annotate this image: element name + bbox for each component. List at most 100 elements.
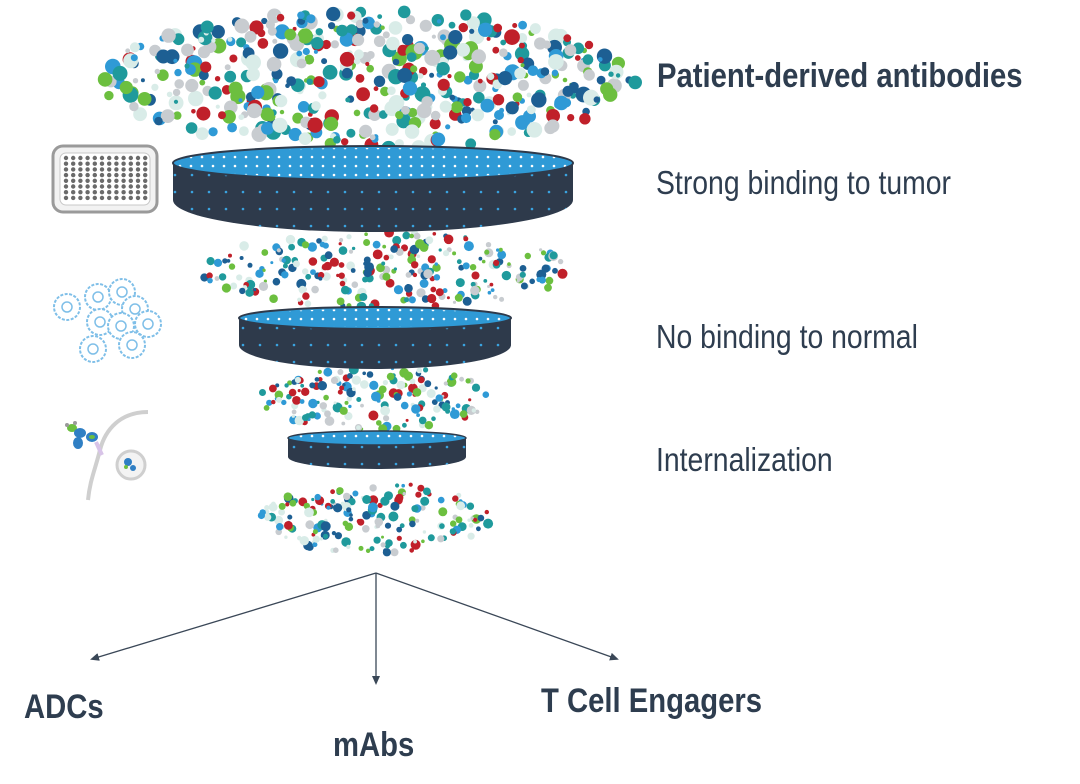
particle xyxy=(489,129,501,141)
particle xyxy=(424,46,429,51)
title-label: Patient-derived antibodies xyxy=(657,57,1023,95)
particle xyxy=(415,491,422,498)
particle xyxy=(438,248,442,252)
output-label-adcs: ADCs xyxy=(24,688,104,726)
particle xyxy=(564,44,577,57)
particle xyxy=(458,264,465,271)
well xyxy=(143,167,148,172)
well xyxy=(114,178,119,183)
particle xyxy=(302,268,309,275)
well xyxy=(107,184,112,189)
particle xyxy=(458,22,468,33)
particle xyxy=(337,389,343,395)
particle xyxy=(362,511,371,520)
particle xyxy=(579,113,591,125)
particle xyxy=(330,489,335,495)
particle xyxy=(526,92,532,98)
particle xyxy=(264,513,272,521)
particle xyxy=(236,274,243,281)
particle xyxy=(214,276,220,281)
particle xyxy=(421,539,425,544)
particle xyxy=(301,241,310,249)
particle xyxy=(383,415,390,422)
particle xyxy=(397,68,413,83)
particle xyxy=(200,61,212,73)
filter-disc-2 xyxy=(238,306,512,369)
particle xyxy=(406,52,417,62)
particle xyxy=(272,277,281,286)
particle xyxy=(311,37,324,50)
particle xyxy=(409,233,415,239)
particle xyxy=(224,64,231,71)
cell-nucleus xyxy=(61,301,73,313)
particle xyxy=(330,499,336,504)
particle xyxy=(174,68,182,77)
well xyxy=(114,161,119,166)
particle xyxy=(381,89,388,95)
particle xyxy=(466,502,475,510)
particle xyxy=(369,104,379,113)
particle xyxy=(274,94,288,108)
particle xyxy=(316,238,322,244)
particle xyxy=(480,98,495,113)
particle xyxy=(373,21,380,28)
particle xyxy=(297,297,302,302)
particle xyxy=(355,74,365,83)
particle xyxy=(443,45,458,60)
particle xyxy=(312,542,318,548)
particle xyxy=(465,138,477,150)
particle xyxy=(452,251,457,256)
particle xyxy=(324,251,333,260)
particle xyxy=(348,497,356,506)
particle xyxy=(208,127,218,137)
well xyxy=(92,184,98,189)
step-label-normal-binding: No binding to normal xyxy=(656,318,918,355)
particle xyxy=(198,36,205,43)
particle xyxy=(393,267,397,271)
well xyxy=(92,155,98,161)
well xyxy=(63,178,69,183)
particle xyxy=(359,293,368,301)
well xyxy=(63,195,69,201)
particle xyxy=(362,17,369,24)
particle xyxy=(473,91,485,104)
particle xyxy=(382,548,391,557)
particle xyxy=(449,94,456,101)
particle xyxy=(489,282,494,287)
particle xyxy=(380,542,386,548)
step-label-internalization: Internalization xyxy=(656,441,833,478)
particle xyxy=(471,383,481,392)
particle xyxy=(161,28,176,43)
particle xyxy=(416,367,423,374)
particle xyxy=(432,232,437,236)
well xyxy=(63,155,69,161)
particle xyxy=(399,368,409,378)
particle xyxy=(519,265,527,272)
cell-nucleus xyxy=(115,320,127,332)
particle xyxy=(297,389,301,393)
particle xyxy=(439,100,452,113)
particle xyxy=(492,94,505,106)
particle xyxy=(339,280,346,287)
particle xyxy=(395,493,404,502)
particle xyxy=(323,533,329,539)
particle xyxy=(261,249,269,256)
particle xyxy=(549,251,558,260)
particle xyxy=(517,79,529,91)
particle xyxy=(402,81,418,96)
particle xyxy=(539,248,543,252)
particle xyxy=(266,56,282,72)
particle xyxy=(478,256,483,261)
particle xyxy=(137,92,152,106)
particle xyxy=(499,48,508,57)
well xyxy=(92,190,98,195)
particle xyxy=(317,369,322,374)
cell-cluster-icon xyxy=(53,278,162,363)
particle xyxy=(195,127,209,140)
well xyxy=(121,161,126,166)
particle xyxy=(258,281,269,291)
particle xyxy=(328,22,336,30)
particle xyxy=(373,35,386,47)
particle xyxy=(315,28,323,36)
particle xyxy=(387,86,396,95)
